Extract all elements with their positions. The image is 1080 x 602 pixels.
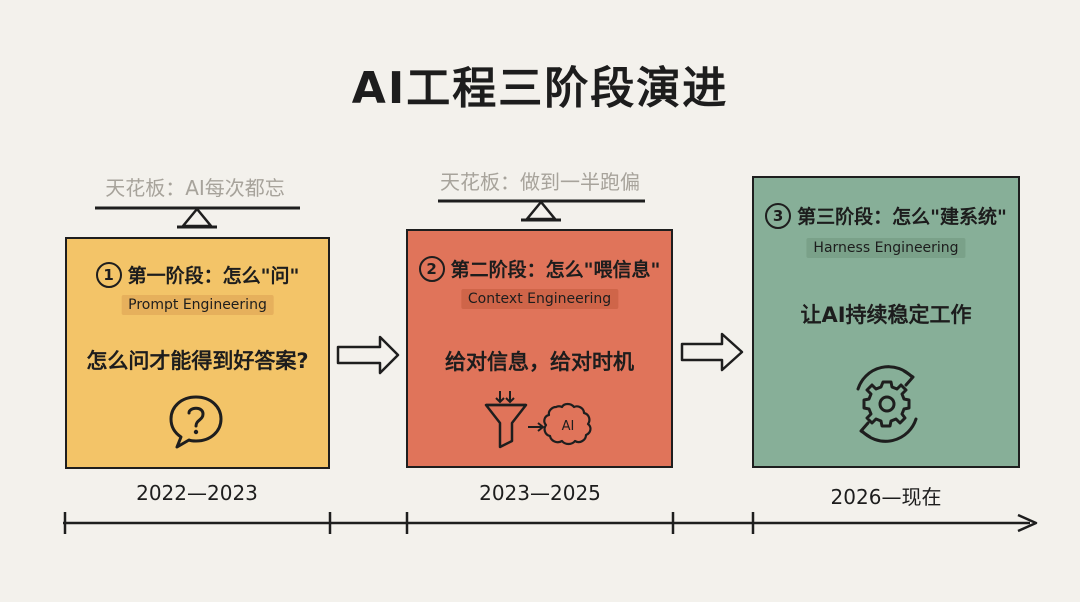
stage-number-1: 1 bbox=[95, 261, 122, 288]
stage-number-3: 3 bbox=[765, 202, 792, 229]
stage-tag-3: Harness Engineering bbox=[806, 238, 966, 258]
stage-number-2: 2 bbox=[418, 255, 445, 282]
stage-heading-text-3: 第三阶段：怎么"建系统" bbox=[797, 206, 1007, 228]
stage-heading-text-2: 第二阶段：怎么"喂信息" bbox=[450, 259, 661, 281]
years-label-2: 2023—2025 bbox=[479, 481, 601, 505]
stage-tag-2: Context Engineering bbox=[460, 289, 619, 309]
ceiling-label-1: 天花板：AI每次都忘 bbox=[105, 176, 285, 200]
page-title: AI工程三阶段演进 bbox=[351, 63, 729, 114]
stage-arrow-1 bbox=[336, 335, 400, 375]
ceiling-bar-1 bbox=[95, 206, 300, 229]
ceiling-bar-2 bbox=[438, 199, 645, 222]
stage-question-3: 让AI持续稳定工作 bbox=[800, 303, 972, 327]
years-label-3: 2026—现在 bbox=[830, 485, 942, 509]
stage-arrow-2 bbox=[680, 332, 744, 372]
brain-icon-label: AI bbox=[562, 419, 575, 434]
funnel-to-ai-brain-icon: AI bbox=[484, 391, 592, 449]
years-label-1: 2022—2023 bbox=[136, 481, 258, 505]
stage-heading-text-1: 第一阶段：怎么"问" bbox=[127, 265, 300, 287]
stage-question-2: 给对信息，给对时机 bbox=[445, 350, 634, 374]
stage-question-1: 怎么问才能得到好答案? bbox=[86, 349, 309, 373]
gear-cycle-icon bbox=[856, 365, 918, 443]
timeline bbox=[63, 512, 1038, 534]
ceiling-label-2: 天花板：做到一半跑偏 bbox=[440, 170, 640, 194]
speech-bubble-question-icon bbox=[169, 395, 223, 449]
stage-tag-1: Prompt Engineering bbox=[121, 295, 274, 315]
